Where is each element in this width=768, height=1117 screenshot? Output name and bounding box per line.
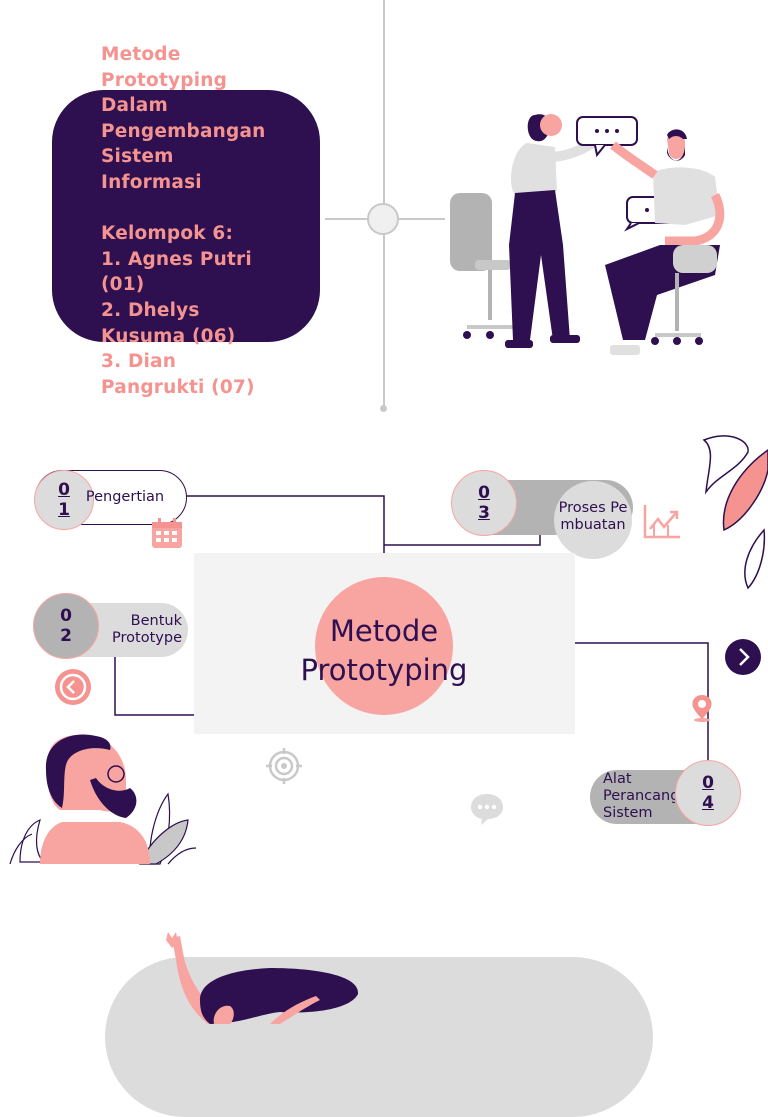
chart-icon bbox=[643, 505, 680, 539]
node-03-number: 0 3 bbox=[451, 470, 517, 536]
node-04-number: 0 4 bbox=[675, 760, 741, 826]
man-illustration bbox=[9, 734, 197, 865]
center-circle bbox=[315, 577, 453, 715]
node-02-digit-a: 0 bbox=[60, 606, 72, 626]
timeline-end-dot bbox=[380, 405, 387, 412]
chevron-right-icon bbox=[739, 648, 750, 666]
speedometer-icon bbox=[55, 669, 91, 705]
node-02-digit-b: 2 bbox=[60, 626, 72, 646]
title-card bbox=[52, 90, 320, 342]
woman-illustration bbox=[166, 932, 359, 1024]
title-text: Metode Prototyping Dalam Pengembangan Si… bbox=[101, 44, 266, 398]
node-02-label: Bentuk Prototype bbox=[112, 613, 182, 646]
mindmap-connectors bbox=[114, 495, 709, 762]
node-03-label: Proses Pembuatan bbox=[558, 500, 628, 533]
node-04-digit-a: 0 bbox=[702, 773, 714, 793]
timeline-node bbox=[367, 203, 399, 235]
node-03-digit-b: 3 bbox=[478, 503, 490, 523]
node-02-number: 0 2 bbox=[33, 593, 99, 659]
node-03-digit-a: 0 bbox=[478, 483, 490, 503]
node-04-digit-b: 4 bbox=[702, 793, 714, 813]
location-pin-icon bbox=[692, 695, 712, 722]
next-button[interactable] bbox=[725, 639, 761, 675]
node-01-number: 0 1 bbox=[34, 470, 94, 530]
target-icon bbox=[266, 748, 302, 784]
center-title: Metode Prototyping bbox=[300, 614, 468, 687]
team-high-five-illustration bbox=[450, 114, 725, 355]
node-01-digit-b: 1 bbox=[58, 500, 70, 520]
node-04-label: Alat Perancangan Sistem bbox=[603, 771, 675, 821]
chat-bubble-icon bbox=[471, 794, 503, 825]
node-03-label-circle bbox=[554, 481, 632, 559]
calendar-icon bbox=[152, 518, 182, 548]
node-01-digit-a: 0 bbox=[58, 480, 70, 500]
node-01-label: Pengertian bbox=[85, 489, 165, 505]
leaves-decoration bbox=[702, 435, 768, 590]
